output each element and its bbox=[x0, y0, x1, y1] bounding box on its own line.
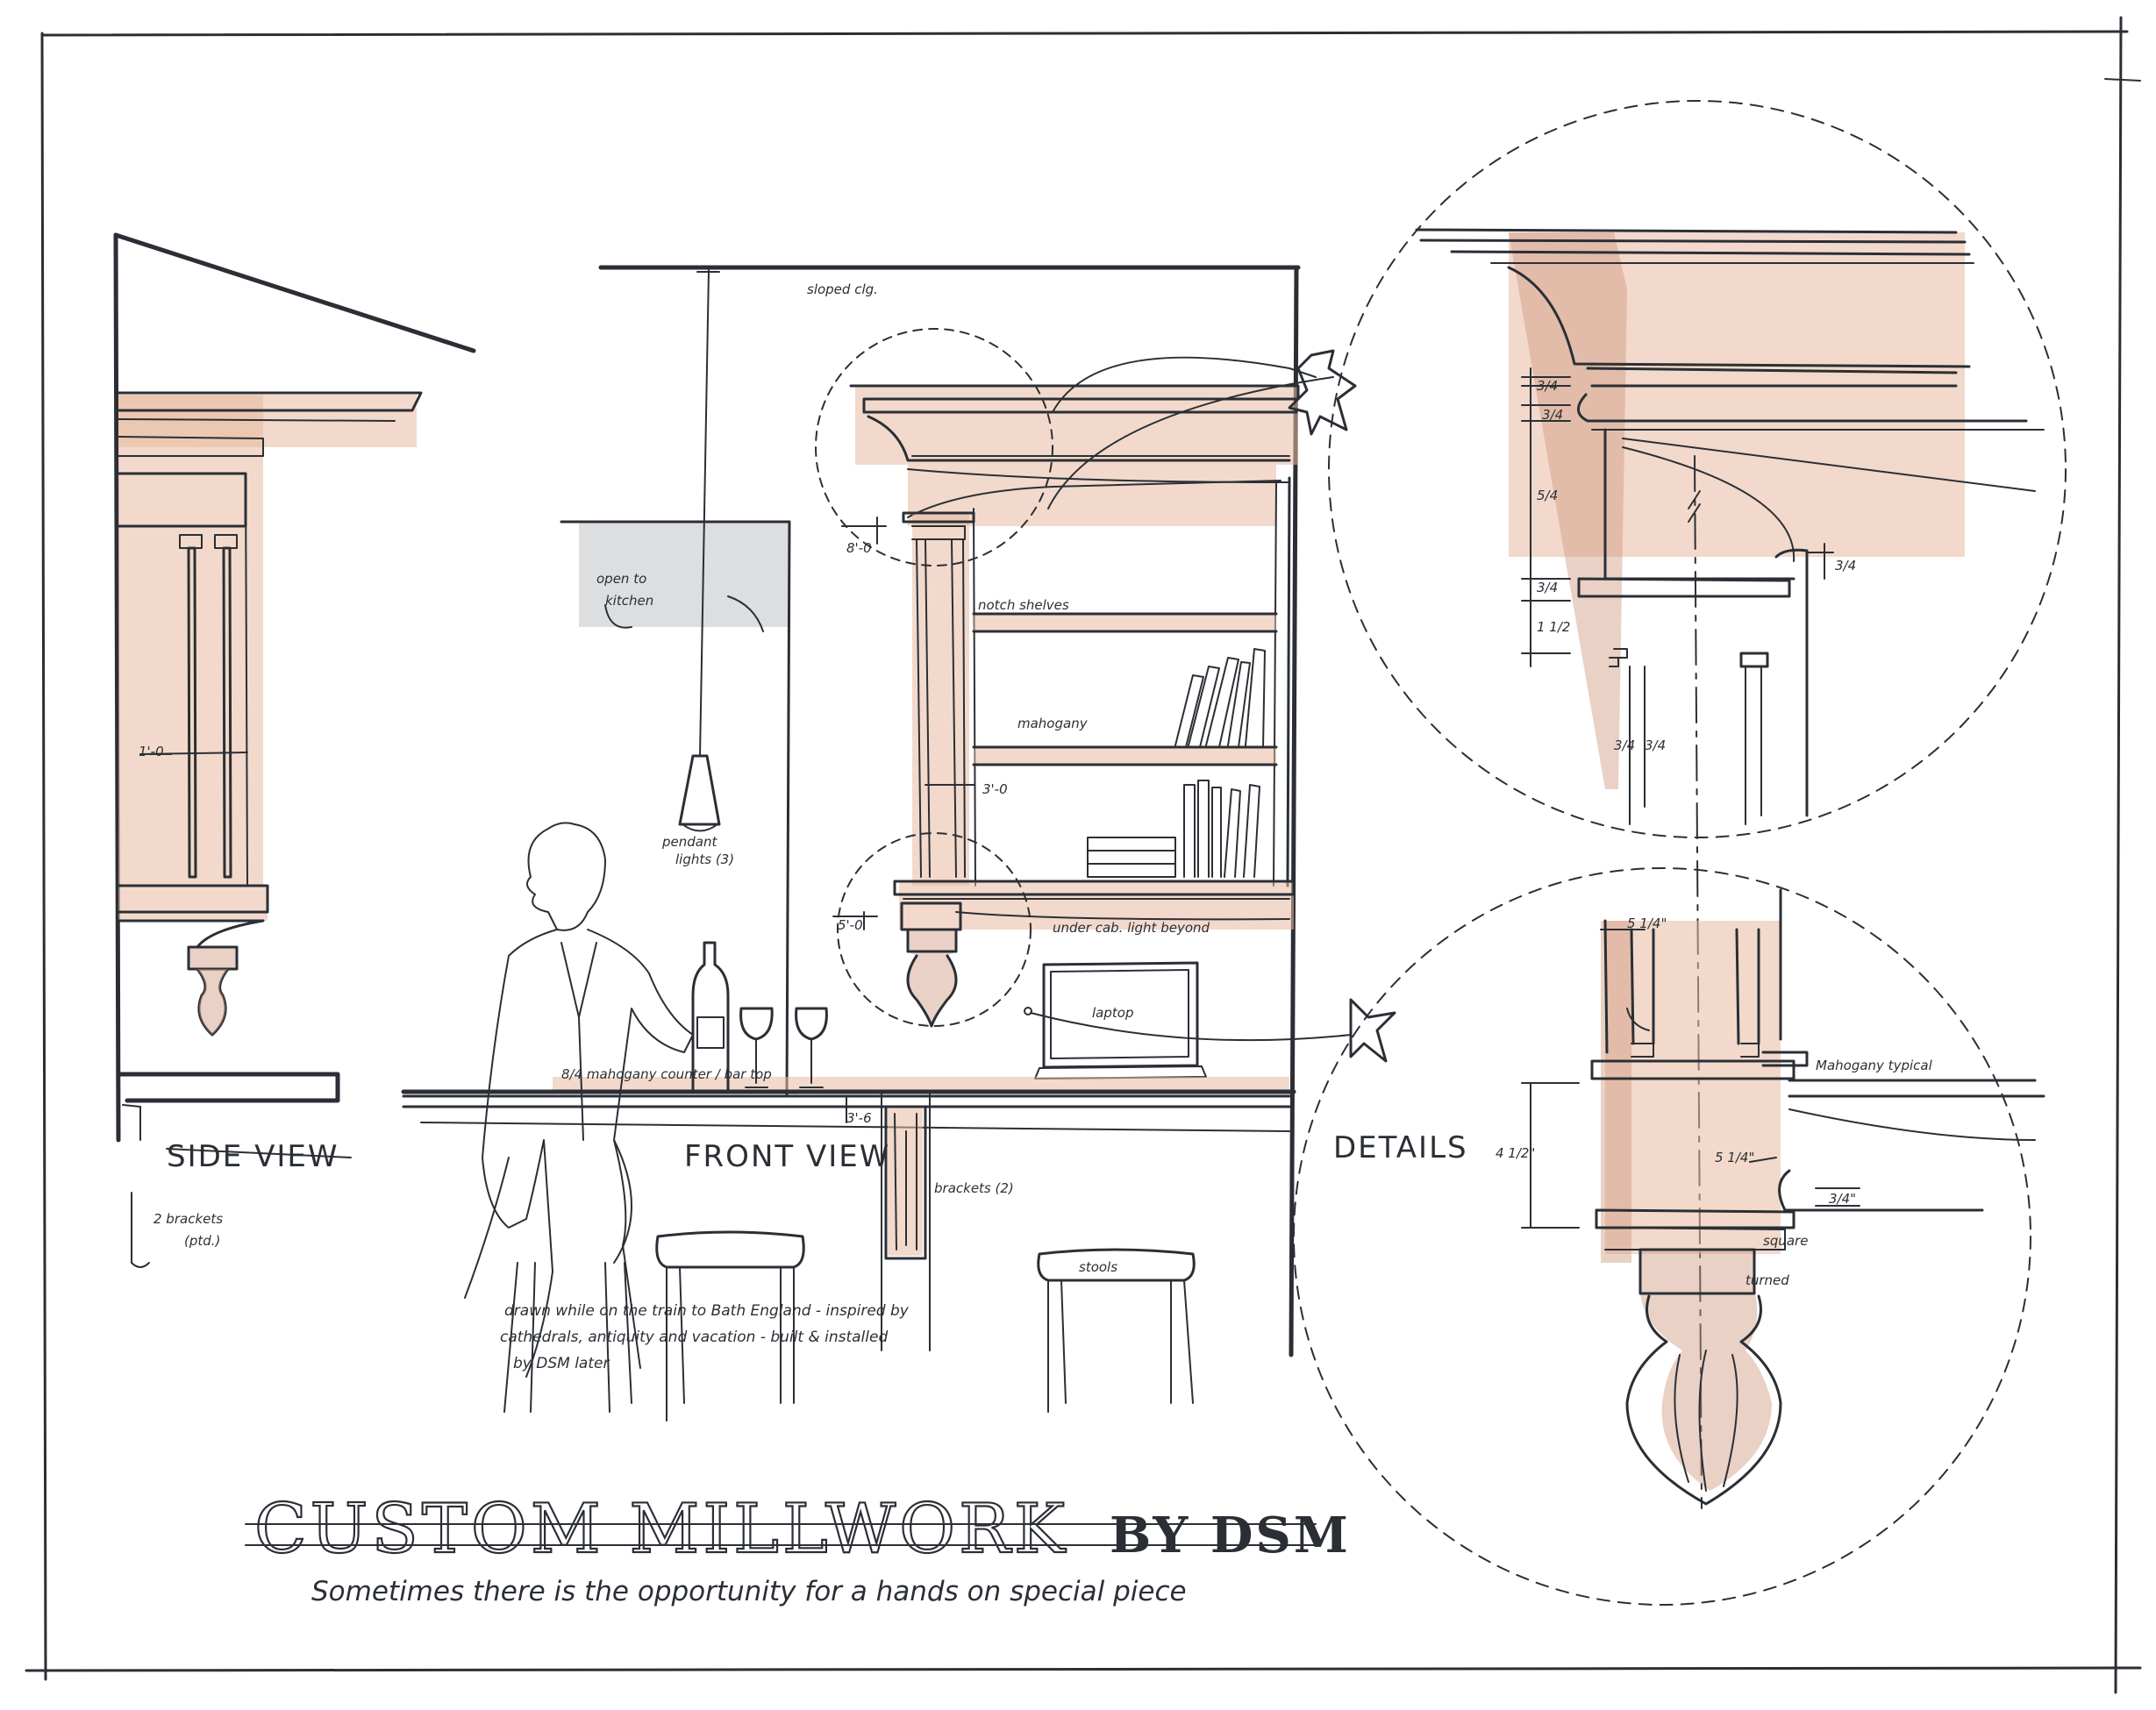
label-stools: stools bbox=[1079, 1259, 1117, 1275]
label-mahogany-typical: Mahogany typical bbox=[1816, 1058, 1933, 1073]
dim-3-6: 3'-6 bbox=[846, 1110, 872, 1126]
dim-3-4-b: 3/4 bbox=[1542, 407, 1563, 423]
dim-3-4-c: 3/4 bbox=[1537, 580, 1558, 595]
details-view-title: DETAILS bbox=[1333, 1130, 1468, 1165]
dim-3-4-g: 3/4" bbox=[1829, 1191, 1856, 1207]
dim-5-0: 5'-0 bbox=[838, 917, 863, 933]
dimension-marks bbox=[148, 367, 1860, 1229]
sheet-border bbox=[25, 16, 2142, 1694]
drawing-labels: SIDE VIEW FRONT VIEW DETAILS sloped clg.… bbox=[153, 281, 1933, 1372]
label-side-brackets-ptd: (ptd.) bbox=[184, 1233, 220, 1249]
label-laptop: laptop bbox=[1092, 1005, 1133, 1021]
dim-1-1-2: 1 1/2 bbox=[1537, 619, 1570, 635]
dim-3-0: 3'-0 bbox=[982, 781, 1008, 797]
title-subtitle: Sometimes there is the opportunity for a… bbox=[311, 1576, 1187, 1607]
note-line-1: drawn while on the train to Bath England… bbox=[504, 1302, 910, 1320]
dim-3-4-a: 3/4 bbox=[1537, 378, 1558, 394]
label-notch-shelves: notch shelves bbox=[978, 597, 1069, 613]
label-counter: 8/4 mahogany counter / bar top bbox=[561, 1066, 772, 1082]
front-view-title: FRONT VIEW bbox=[684, 1139, 890, 1174]
dim-8-0: 8'-0 bbox=[846, 540, 872, 556]
title-by: BY DSM bbox=[1110, 1507, 1351, 1564]
label-brackets: brackets (2) bbox=[934, 1180, 1014, 1196]
label-mahogany: mahogany bbox=[1017, 716, 1089, 731]
label-turned: turned bbox=[1746, 1272, 1789, 1288]
label-open-to: open to bbox=[596, 571, 646, 587]
label-side-brackets: 2 brackets bbox=[153, 1211, 223, 1227]
label-square: square bbox=[1763, 1233, 1808, 1249]
title-main: CUSTOM MILLWORK bbox=[254, 1490, 1068, 1569]
dim-3-4-d: 3/4 bbox=[1835, 558, 1856, 574]
label-kitchen: kitchen bbox=[605, 593, 653, 609]
side-view bbox=[113, 232, 476, 1268]
dim-5-1-4-b: 5 1/4" bbox=[1715, 1150, 1754, 1165]
note-line-2: cathedrals, antiquity and vacation - bui… bbox=[500, 1329, 888, 1346]
dimension-labels: 8'-0 5'-0 3'-0 1'-0 3'-6 3/4 3/4 5/4 3/4… bbox=[139, 378, 1856, 1207]
dim-3-4-f: 3/4 bbox=[1645, 737, 1666, 753]
label-under-cab-light: under cab. light beyond bbox=[1053, 920, 1210, 936]
details-view bbox=[1293, 100, 2067, 1606]
front-view bbox=[401, 265, 1396, 1421]
title-block: CUSTOM MILLWORK BY DSM Sometimes there i… bbox=[245, 1489, 1351, 1607]
label-pendant-lights: lights (3) bbox=[675, 851, 734, 867]
dim-5-4: 5/4 bbox=[1537, 488, 1558, 503]
dim-1-0: 1'-0 bbox=[139, 744, 164, 759]
dim-4-1-2: 4 1/2" bbox=[1496, 1145, 1535, 1161]
label-sloped-clg: sloped clg. bbox=[807, 281, 878, 297]
label-pendant: pendant bbox=[661, 834, 717, 850]
note-line-3: by DSM later bbox=[513, 1355, 610, 1372]
dim-3-4-e: 3/4 bbox=[1614, 737, 1635, 753]
side-view-title: SIDE VIEW bbox=[167, 1139, 339, 1174]
dim-5-1-4-a: 5 1/4" bbox=[1627, 916, 1667, 931]
